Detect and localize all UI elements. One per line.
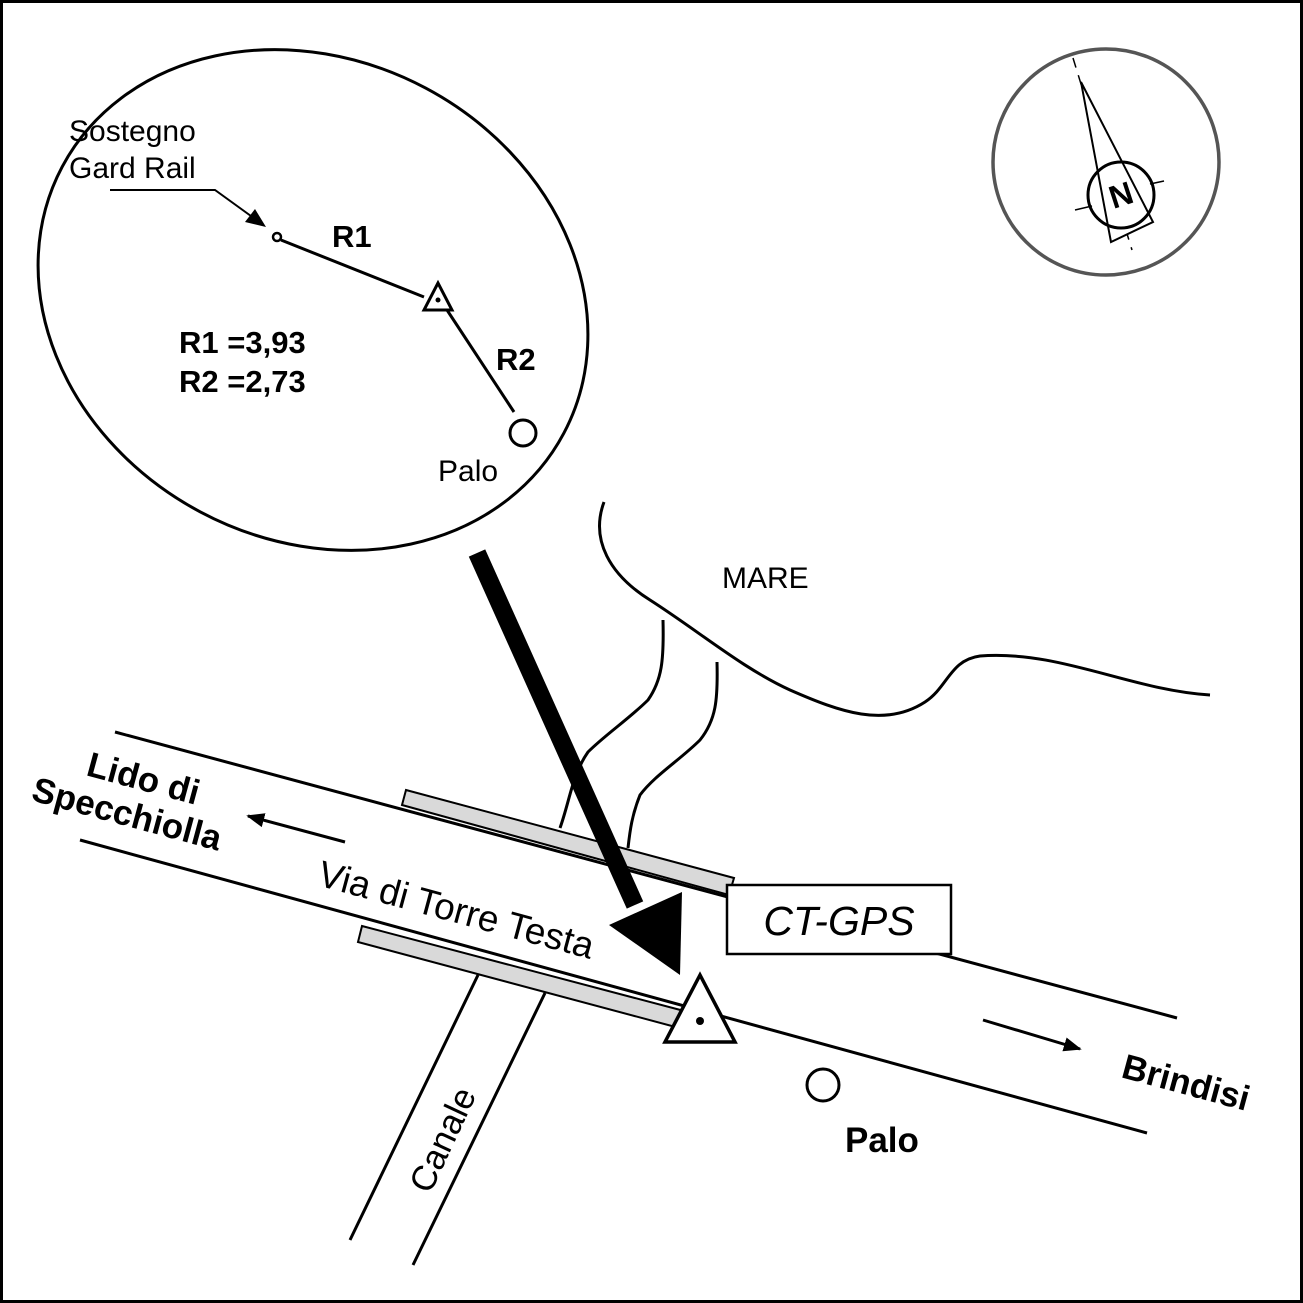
direction-right-arrow-icon [982, 1018, 1082, 1052]
station-label: CT-GPS [763, 898, 914, 944]
support-pointer-line [110, 189, 263, 225]
ct-gps-station: CT-GPS [662, 883, 953, 1044]
road-edge-top [114, 730, 1178, 1020]
r1-distance-line [280, 238, 425, 299]
canal-bank-right [411, 992, 547, 1266]
map-pole-label: Palo [845, 1121, 919, 1160]
inlet-right [626, 661, 719, 849]
pointer-arrow-shaft [468, 549, 644, 909]
inlet-left [558, 619, 665, 829]
compass-inner-circle [1086, 160, 1156, 230]
r2-distance-line [445, 309, 516, 413]
coastline [598, 501, 1211, 717]
r1-label: R1 [332, 219, 372, 254]
north-arrow-icon: N [991, 47, 1221, 277]
support-label-line2: Gard Rail [69, 152, 196, 185]
map-station-triangle-icon [662, 971, 738, 1044]
station-center-dot [435, 297, 441, 303]
detail-ellipse [36, 48, 590, 552]
direction-left-arrow-icon [246, 813, 346, 844]
station-label-box [725, 883, 953, 956]
pole-icon [508, 418, 538, 448]
r2-label: R2 [496, 342, 536, 377]
map-pole-icon [805, 1067, 841, 1103]
sea-area: MARE [558, 501, 1211, 849]
detail-inset: Sostegno Gard Rail R1 R2 Palo R1 =3,93 R… [36, 48, 590, 552]
guardrail-support-icon [271, 231, 283, 243]
canal-bank-left [348, 974, 480, 1241]
pointer-arrow-head [609, 892, 682, 975]
support-label-line1: Sostegno [69, 115, 196, 148]
map-station-center-dot [696, 1017, 704, 1025]
detail-pointer-arrow [468, 549, 682, 975]
sea-label: MARE [722, 562, 809, 595]
r1-value: R1 =3,93 [179, 325, 306, 360]
detail-pole-label: Palo [438, 455, 498, 488]
station-triangle-icon [421, 279, 455, 312]
support-pointer-arrowhead [245, 209, 266, 227]
road-edge-bottom [79, 838, 1148, 1135]
r2-value: R2 =2,73 [179, 364, 306, 399]
